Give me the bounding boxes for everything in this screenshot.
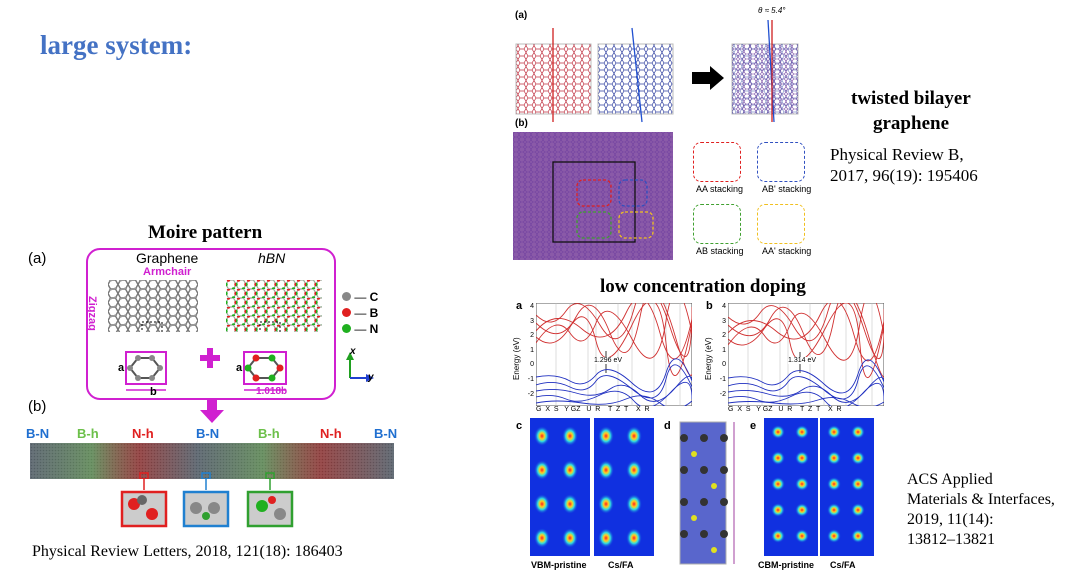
cbm-csfa-map-image	[820, 418, 874, 556]
map-label-cbm-pristine: CBM-pristine	[758, 560, 814, 570]
lattice-hbn-a-label: a	[236, 362, 243, 374]
doping-citation-line2: Materials & Interfaces,	[907, 491, 1055, 508]
stacking-zoom-image	[120, 478, 294, 528]
doping-citation-line3: 2019, 11(14):	[907, 511, 994, 528]
hbn-lattice-image	[226, 280, 322, 332]
twisted-panel-b-label: (b)	[515, 118, 528, 129]
armchair-label: Armchair	[143, 266, 192, 278]
region-label-bh-2: B-h	[258, 426, 280, 441]
moire-stripe-image	[30, 443, 394, 479]
vbm-pristine-map-image	[530, 418, 590, 556]
lattice-a-label: a	[118, 362, 125, 374]
graphene-label: Graphene	[136, 250, 199, 266]
axis-y-label: y	[368, 372, 374, 383]
stacking-aaprime-box	[757, 204, 805, 244]
band-structure-a-image	[536, 303, 692, 406]
moire-heading: Moire pattern	[148, 222, 263, 243]
stacking-abprime-label: AB' stacking	[762, 184, 812, 194]
down-arrow-icon	[200, 398, 224, 423]
region-label-nh-2: N-h	[320, 426, 342, 441]
region-label-bn-3: B-N	[374, 426, 398, 441]
lattice-hbn-b-label: 1.018b	[256, 386, 288, 397]
region-label-bh-1: B-h	[77, 426, 99, 441]
gap-label-a: 1.296 eV	[594, 357, 623, 364]
doping-citation-line1: ACS Applied	[907, 471, 993, 488]
doping-panel-b-label: b	[706, 300, 713, 312]
twisted-layers-image	[515, 19, 799, 123]
atom-legend: — C — B — N	[342, 290, 378, 338]
cbm-pristine-map-image	[764, 418, 818, 556]
doping-panel-c-label: c	[516, 420, 523, 432]
region-label-bn-1: B-N	[26, 426, 50, 441]
twisted-panel-a-label: (a)	[515, 10, 528, 21]
doping-citation-line4: 13812–13821	[907, 531, 995, 548]
axis-x-label: x	[350, 346, 356, 357]
k-path-labels-b: G X S Y GZ U R T Z T X R	[728, 406, 842, 413]
twisted-heading-line2: graphene	[873, 113, 949, 134]
stacking-ab-box	[693, 204, 741, 244]
doped-structure-image	[679, 421, 735, 565]
band-structure-b-image	[728, 303, 884, 406]
map-label-cbm-csfa: Cs/FA	[830, 560, 856, 570]
map-label-vbm-pristine: VBM-pristine	[531, 560, 587, 570]
zigzag-label: Zigzag	[86, 296, 98, 331]
doping-panel-a-label: a	[516, 300, 523, 312]
moire-panel-b-label: (b)	[28, 398, 47, 415]
graphene-lattice-image	[108, 280, 198, 332]
stacking-abprime-box	[757, 142, 805, 182]
doping-heading: low concentration doping	[600, 276, 806, 297]
axis-indicator-icon	[346, 352, 374, 382]
stacking-aaprime-label: AA' stacking	[762, 246, 812, 256]
legend-item-b: — B	[342, 306, 378, 322]
slide-title: large system:	[40, 30, 193, 60]
twisted-citation-line1: Physical Review B,	[830, 145, 964, 164]
hbn-label: hBN	[258, 250, 286, 266]
region-label-bn-2: B-N	[196, 426, 220, 441]
map-label-vbm-csfa: Cs/FA	[608, 560, 634, 570]
doping-panel-d-label: d	[664, 420, 671, 432]
doping-y-axis-a: Energy (eV)	[512, 337, 521, 380]
doping-citation: ACS Applied Materials & Interfaces, 2019…	[907, 470, 1055, 550]
twisted-moire-image	[513, 132, 673, 260]
legend-item-n: — N	[342, 322, 378, 338]
doping-y-axis-b: Energy (eV)	[704, 337, 713, 380]
hbn-unit-cell-image	[243, 351, 287, 391]
twisted-citation-line2: 2017, 96(19): 195406	[830, 166, 978, 185]
graphene-unit-cell-image	[125, 351, 167, 391]
moire-citation: Physical Review Letters, 2018, 121(18): …	[32, 543, 343, 560]
stacking-ab-label: AB stacking	[696, 246, 744, 256]
gap-label-b: 1.314 eV	[788, 357, 817, 364]
legend-item-c: — C	[342, 290, 378, 306]
lattice-b-label: b	[150, 386, 157, 398]
plus-icon	[200, 348, 220, 368]
moire-panel-a-label: (a)	[28, 250, 47, 267]
twisted-heading-line1: twisted bilayer	[851, 88, 971, 109]
k-path-labels-a: G X S Y GZ U R T Z T X R	[536, 406, 650, 413]
stacking-aa-label: AA stacking	[696, 184, 744, 194]
vbm-csfa-map-image	[594, 418, 654, 556]
region-label-nh-1: N-h	[132, 426, 154, 441]
doping-panel-e-label: e	[750, 420, 757, 432]
twist-angle-label: θ ≈ 5.4°	[758, 6, 786, 15]
stacking-aa-box	[693, 142, 741, 182]
